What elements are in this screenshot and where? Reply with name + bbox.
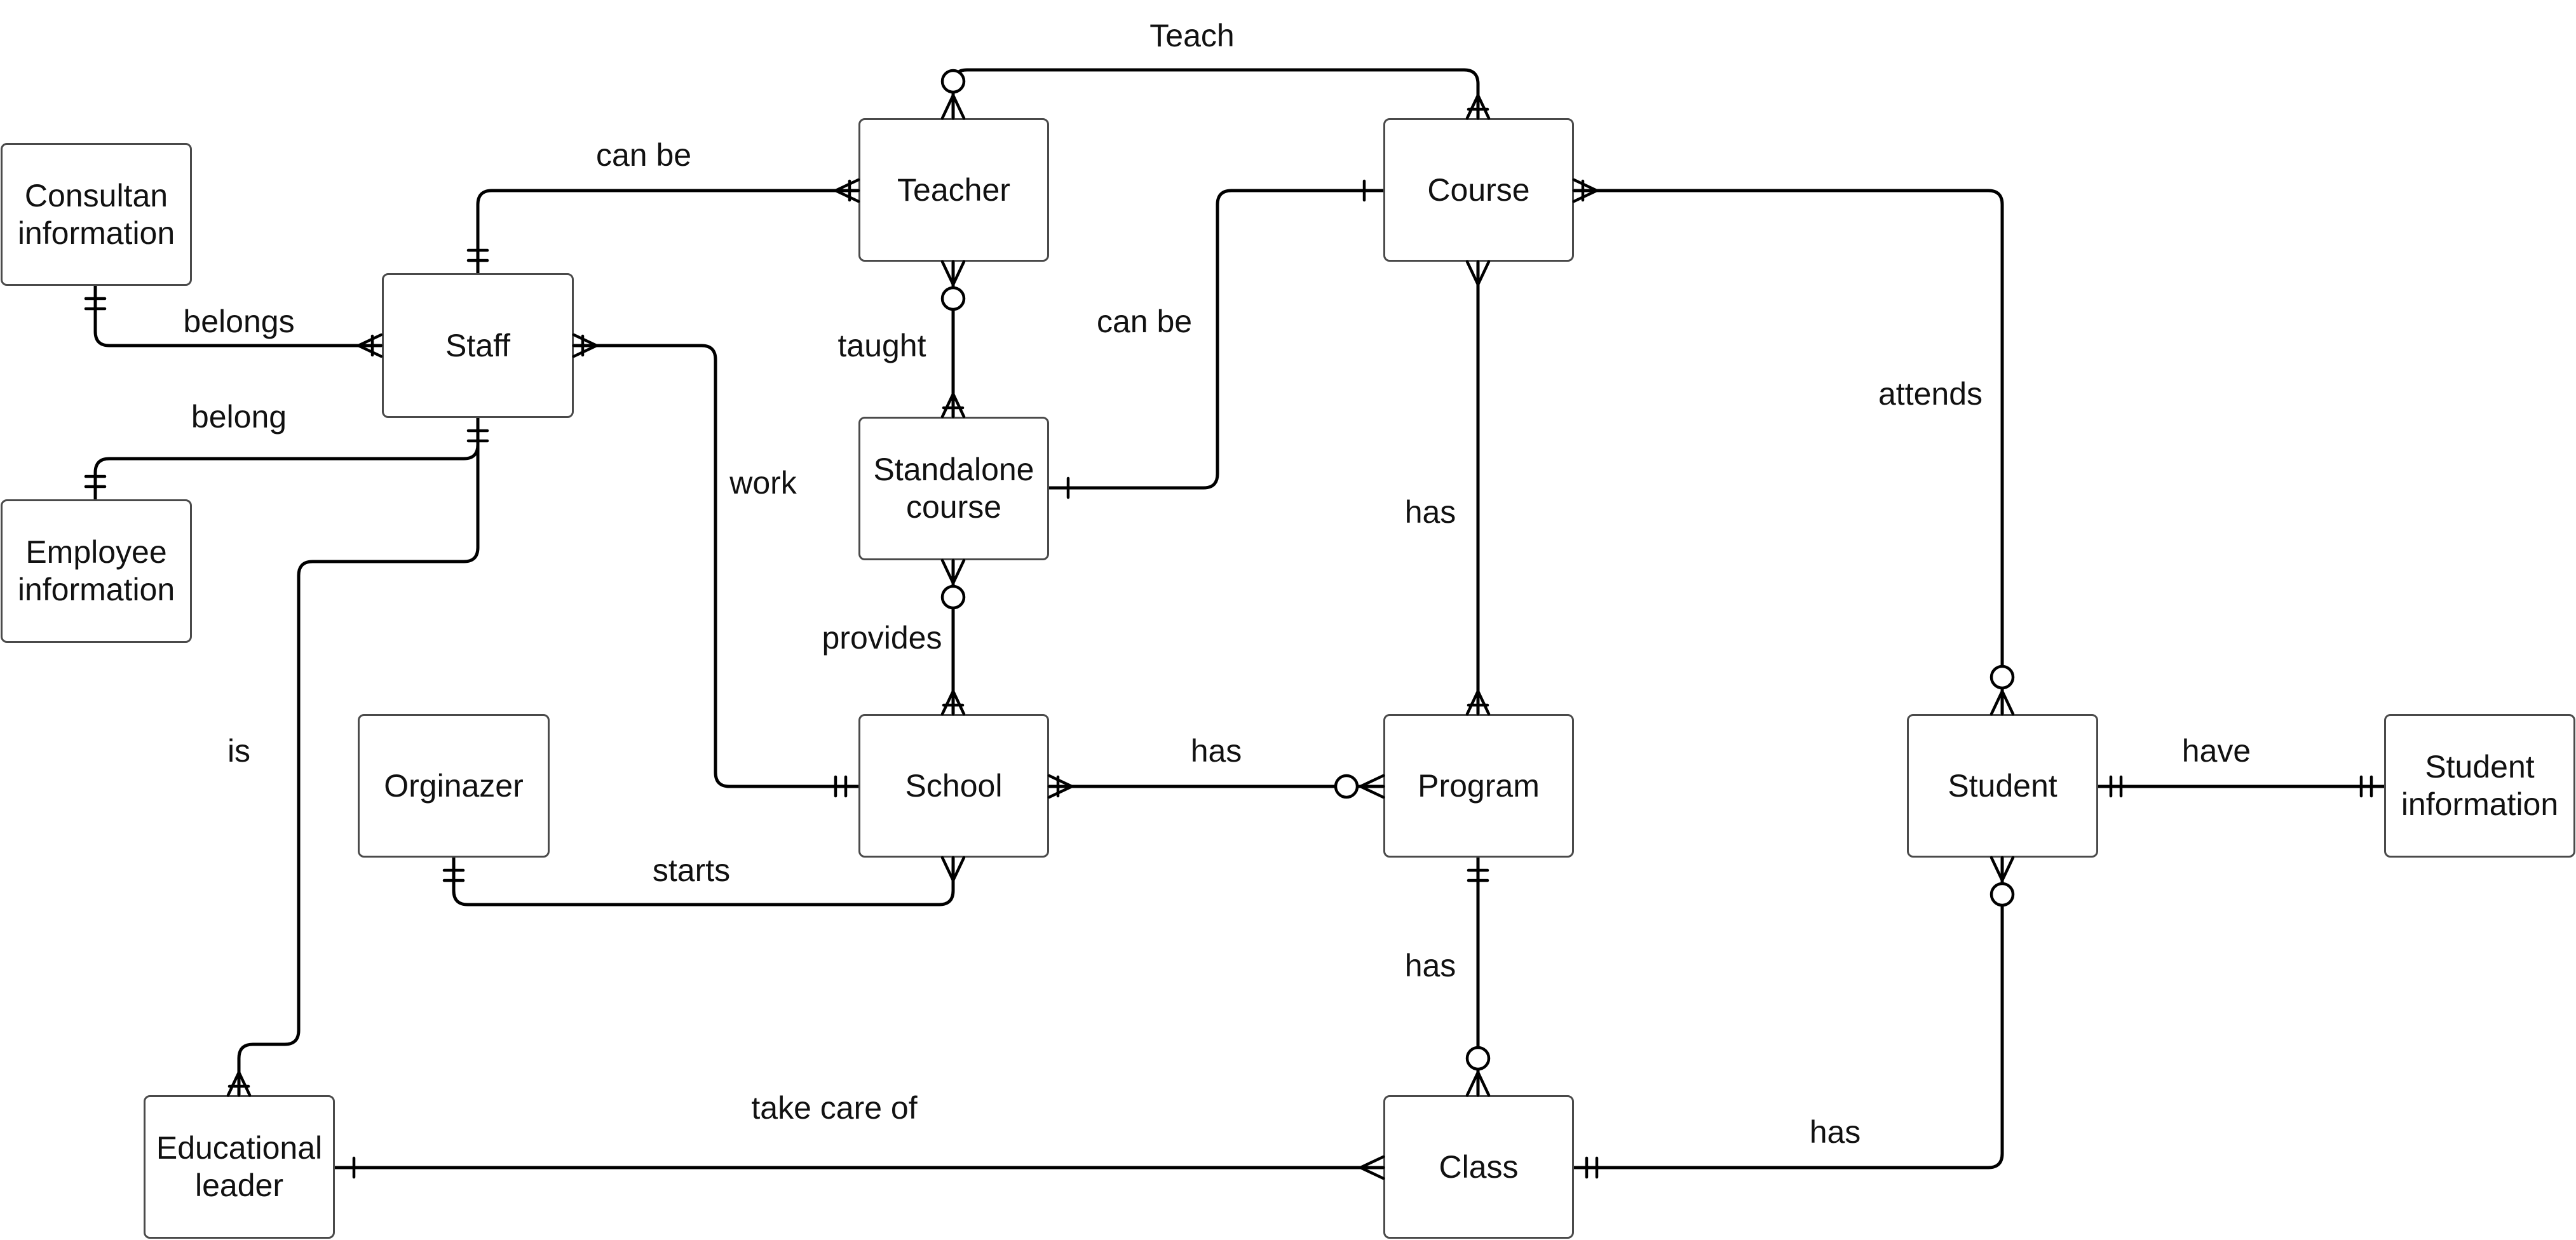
marker-teacher-from-staff-crow xyxy=(832,178,860,203)
entity-school: School xyxy=(858,714,1049,858)
marker-staff-from-school-crow xyxy=(572,333,600,358)
rel-label-work: work xyxy=(729,465,797,501)
rel-label-attends: attends xyxy=(1878,376,1983,412)
rel-label-have: have xyxy=(2181,733,2251,769)
marker-program-left-circle xyxy=(1334,774,1359,799)
marker-teach-teacher-circle xyxy=(940,69,966,94)
marker-teacher-bottom-circle xyxy=(940,286,966,311)
edge-staff-leader xyxy=(237,443,480,1097)
marker-staff-from-consultant-crow xyxy=(355,333,383,358)
edge-class-student xyxy=(1572,856,2004,1169)
marker-student-top-crow xyxy=(1990,687,2015,716)
marker-school-top-crow xyxy=(940,687,966,716)
entity-consultant-information: Consultan information xyxy=(1,143,192,286)
marker-course-right-crow xyxy=(1572,178,1601,203)
entity-staff: Staff xyxy=(382,273,574,418)
marker-leader-top-crow xyxy=(226,1068,252,1097)
edge-course-standalone xyxy=(1047,189,1385,490)
marker-class-top-circle xyxy=(1465,1046,1491,1071)
rel-label-can-be-teacher: can be xyxy=(595,137,692,173)
rel-label-has-course-program: has xyxy=(1404,494,1456,530)
entity-teacher: Teacher xyxy=(858,118,1049,262)
rel-label-can-be-course: can be xyxy=(1096,304,1193,339)
marker-class-left xyxy=(1357,1155,1385,1180)
marker-teach-teacher-crow xyxy=(940,91,966,120)
entity-student-information: Student information xyxy=(2384,714,2575,858)
rel-label-teach: Teach xyxy=(1149,18,1235,53)
entity-program: Program xyxy=(1383,714,1574,858)
rel-label-is: is xyxy=(227,733,251,769)
entity-course: Course xyxy=(1383,118,1574,262)
entity-class: Class xyxy=(1383,1095,1574,1239)
rel-label-starts: starts xyxy=(652,852,731,888)
marker-standalone-bottom-circle xyxy=(940,584,966,610)
rel-label-taught: taught xyxy=(837,328,926,363)
rel-label-take-care-of: take care of xyxy=(751,1090,918,1126)
edge-organizer-school xyxy=(452,856,955,906)
marker-program-top-crow xyxy=(1465,687,1491,716)
marker-teach-course-crow xyxy=(1465,91,1491,120)
rel-label-belongs: belongs xyxy=(183,304,295,339)
edge-consultant-staff xyxy=(93,284,383,347)
rel-label-has-class-student: has xyxy=(1809,1114,1861,1150)
edge-staff-teacher xyxy=(476,189,860,275)
marker-program-left-crow xyxy=(1357,774,1385,799)
marker-student-top-circle xyxy=(1990,664,2015,690)
rel-label-belong: belong xyxy=(191,399,287,435)
entity-organizer: Orginazer xyxy=(358,714,550,858)
edge-staff-school xyxy=(572,344,860,788)
rel-label-provides: provides xyxy=(822,620,942,656)
marker-class-top-crow xyxy=(1465,1068,1491,1097)
marker-teacher-bottom-crow xyxy=(940,260,966,288)
rel-label-has-school-program: has xyxy=(1190,733,1242,769)
edge-course-student xyxy=(1572,189,2004,716)
marker-standalone-bottom-crow xyxy=(940,558,966,587)
marker-course-bottom xyxy=(1465,260,1491,288)
entity-employee-information: Employee information xyxy=(1,499,192,643)
rel-label-has-program-class: has xyxy=(1404,948,1456,983)
marker-school-right-crow xyxy=(1047,774,1076,799)
marker-student-bottom-crow xyxy=(1990,856,2015,884)
marker-standalone-top-crow xyxy=(940,390,966,419)
entity-educational-leader: Educational leader xyxy=(144,1095,335,1239)
marker-student-bottom-circle xyxy=(1990,882,2015,907)
marker-school-bottom xyxy=(940,856,966,884)
entity-student: Student xyxy=(1907,714,2098,858)
